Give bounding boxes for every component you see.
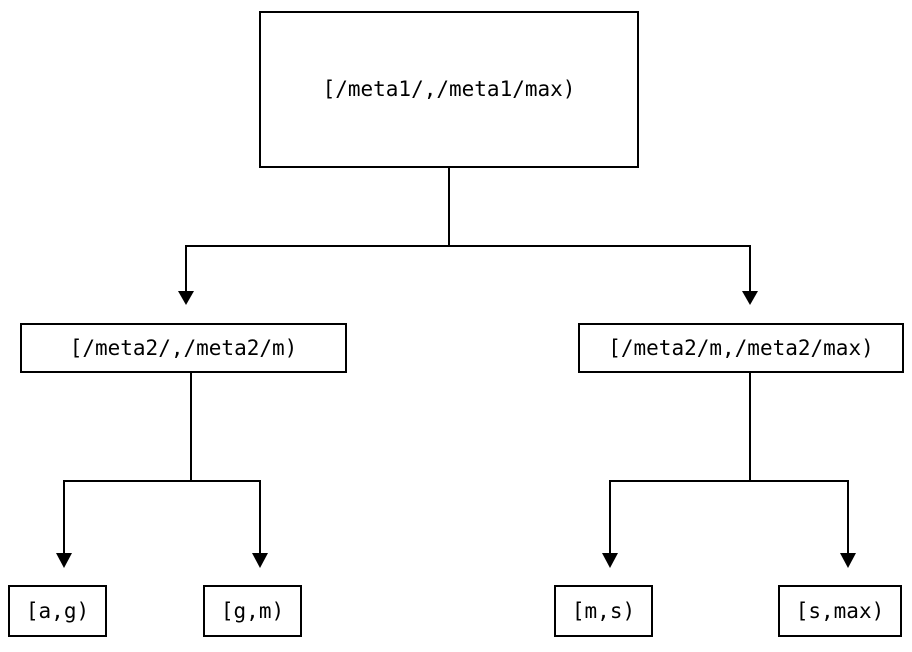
node-leaf-1[interactable]: [g,m) [203,585,302,637]
edge-line [609,373,751,553]
edge-line [63,373,192,553]
arrowhead-icon [840,553,856,568]
edge-mid-right-to-leaf-3 [749,373,856,568]
edge-line [185,168,450,291]
node-leaf-0[interactable]: [a,g) [8,585,107,637]
node-leaf-3[interactable]: [s,max) [778,585,902,637]
arrowhead-icon [742,291,758,305]
node-leaf-2[interactable]: [m,s) [554,585,653,637]
edge-mid-left-to-leaf-0 [56,373,192,568]
edge-line [749,373,849,553]
node-mid-left[interactable]: [/meta2/,/meta2/m) [20,323,347,373]
arrowhead-icon [56,553,72,568]
edge-mid-right-to-leaf-2 [602,373,751,568]
edge-line [190,373,261,553]
arrowhead-icon [602,553,618,568]
edge-mid-left-to-leaf-1 [190,373,268,568]
arrowhead-icon [252,553,268,568]
edge-root-to-mid-right [448,168,758,305]
node-mid-right[interactable]: [/meta2/m,/meta2/max) [578,323,904,373]
edge-root-to-mid-left [178,168,450,305]
arrowhead-icon [178,291,194,305]
edge-line [448,168,751,291]
node-root[interactable]: [/meta1/,/meta1/max) [259,11,639,168]
